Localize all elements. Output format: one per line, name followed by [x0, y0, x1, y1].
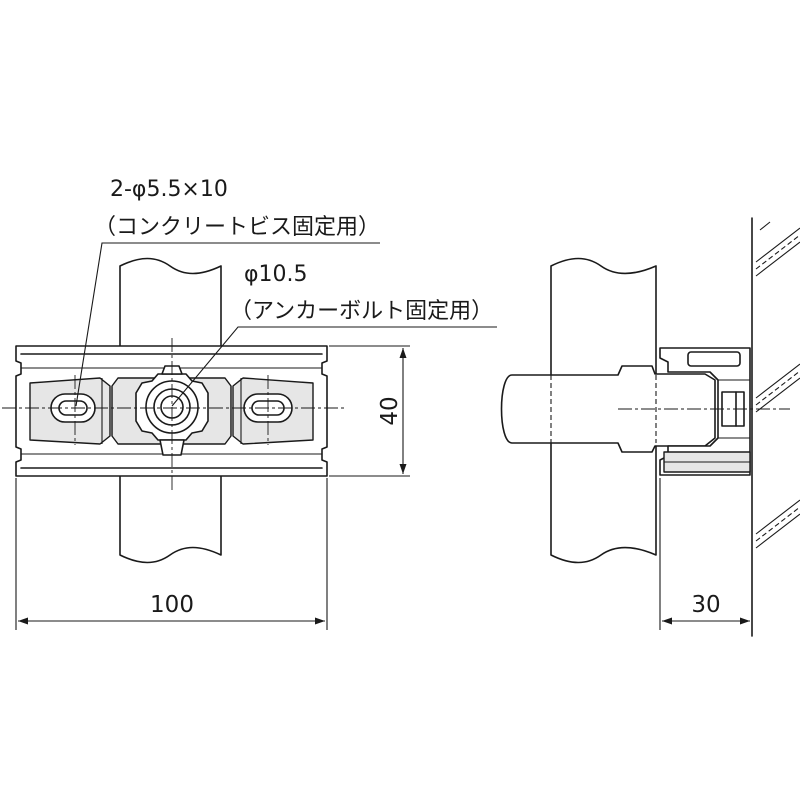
clamp-side — [659, 347, 751, 476]
bracket-front — [15, 345, 328, 477]
rod-side — [500, 365, 716, 453]
slot-spec-label: 2-φ5.5×10 — [110, 177, 228, 202]
bolt-spec-label: φ10.5 — [244, 262, 308, 287]
width-dimension-label: 100 — [150, 592, 194, 618]
front-view — [2, 242, 497, 630]
height-dimension-label: 40 — [377, 396, 403, 425]
bolt-use-label: （アンカーボルト固定用） — [230, 299, 493, 324]
depth-dimension-label: 30 — [691, 592, 720, 618]
slot-use-label: （コンクリートビス固定用） — [94, 215, 380, 240]
side-view — [500, 217, 800, 637]
wall — [751, 217, 800, 637]
